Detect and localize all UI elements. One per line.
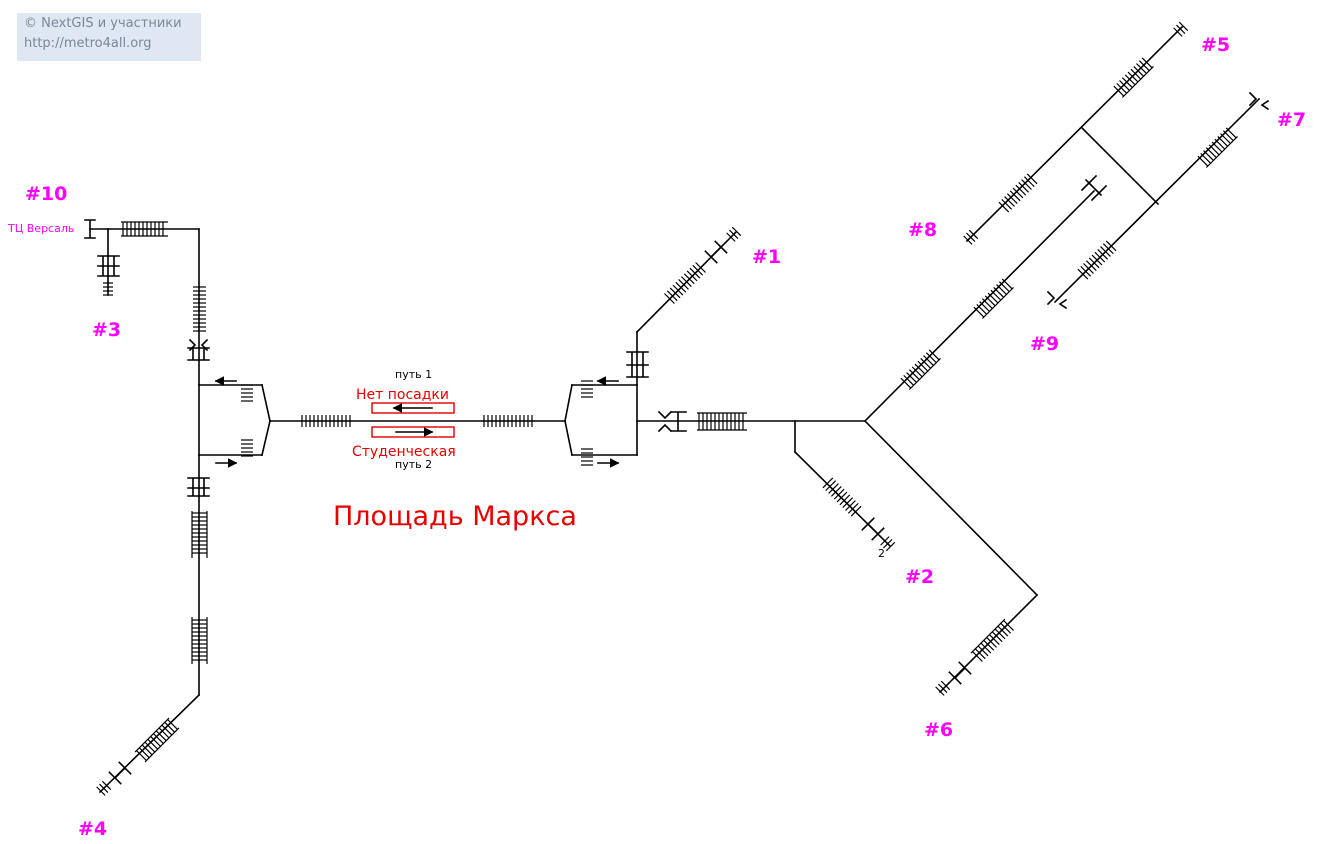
door-exit2 [861, 517, 885, 541]
exit-10-label[interactable]: #10 [25, 183, 67, 205]
corridor-exit1 [635, 230, 738, 386]
stair-east-passage [697, 412, 747, 431]
track1-direction: Нет посадки [356, 387, 449, 403]
east-hall [564, 384, 866, 456]
stair-east-hall-bottom [581, 448, 593, 466]
exit-10-note: ТЦ Версаль [7, 222, 74, 235]
stair-east-hall-top [581, 380, 593, 398]
stair-west-upper [193, 286, 206, 332]
stair-ne-1 [900, 349, 941, 390]
exit-ticks [96, 21, 1189, 796]
turnstile-exit7 [1248, 91, 1270, 111]
hall-arrows [214, 376, 620, 468]
attribution-link[interactable]: http://metro4all.org [24, 36, 152, 51]
turnstile-exit9 [1046, 290, 1068, 310]
stair-exit5 [1113, 57, 1154, 98]
exit-5-label[interactable]: #5 [1201, 34, 1230, 56]
stair-exit1 [664, 262, 706, 304]
exit-3-label[interactable]: #3 [92, 319, 121, 341]
corridor-exit6 [863, 419, 1039, 694]
exit-7-label[interactable]: #7 [1277, 109, 1306, 131]
attribution-copyright: © NextGIS и участники [24, 16, 182, 31]
stair-exit10-passage [121, 221, 168, 237]
exit-9-label[interactable]: #9 [1030, 333, 1059, 355]
stair-corridor-east [483, 415, 533, 427]
exit-2-note: 2 [878, 547, 885, 560]
stair-exit9 [1077, 240, 1117, 280]
stair-exit7 [1197, 127, 1238, 168]
door-exit1 [704, 240, 728, 264]
exit-4-label[interactable]: #4 [78, 818, 107, 840]
exit-1-label[interactable]: #1 [752, 246, 781, 268]
west-hall [198, 384, 271, 456]
stairs [103, 221, 747, 664]
stair-exit3 [103, 282, 113, 296]
track1-label: путь 1 [395, 368, 432, 381]
platform-track1 [371, 402, 455, 414]
stair-exit4 [134, 717, 180, 763]
stair-corridor-west [301, 415, 351, 427]
stair-west-lower-2 [191, 617, 208, 664]
station-name: Площадь Маркса [333, 501, 577, 532]
track2-label: путь 2 [395, 458, 432, 471]
stair-exit8 [998, 173, 1038, 213]
corridor-exit2 [793, 420, 892, 548]
stair-exit2 [822, 477, 862, 517]
west-corridor [89, 228, 201, 794]
door-exit4 [108, 761, 132, 785]
stair-west-lower-1 [191, 511, 208, 558]
door-exit6 [948, 661, 972, 685]
stair-ne-2 [973, 278, 1014, 319]
track2-direction: Студенческая [352, 444, 456, 460]
stair-west-hall-bottom [241, 439, 253, 457]
exit-8-label[interactable]: #8 [908, 219, 937, 241]
exit-6-label[interactable]: #6 [924, 719, 953, 741]
attribution-box: © NextGIS и участники http://metro4all.o… [17, 13, 201, 61]
stair-exit6 [970, 618, 1014, 662]
platform-track2 [371, 426, 455, 438]
doors [84, 174, 1108, 497]
stair-west-hall-top [241, 384, 253, 402]
exit-2-label[interactable]: #2 [905, 566, 934, 588]
